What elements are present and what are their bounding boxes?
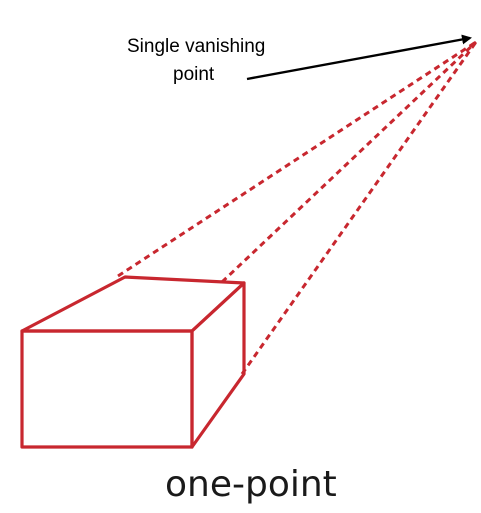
convergence-lines: [117, 40, 478, 375]
perspective-box: [20, 275, 246, 449]
convergence-line-bottom-right: [240, 41, 478, 375]
box-front-face: [20, 329, 194, 449]
annotation-label-line-2: point: [173, 64, 215, 85]
diagram-caption: one-point: [165, 464, 337, 505]
convergence-line-top-left: [117, 40, 477, 278]
box-side-face: [190, 281, 246, 449]
annotation-label-line-1: Single vanishing: [127, 36, 265, 57]
convergence-line-top-right: [220, 40, 478, 284]
vanishing-point-arrow: [246, 34, 472, 81]
box-top-face: [20, 275, 246, 333]
